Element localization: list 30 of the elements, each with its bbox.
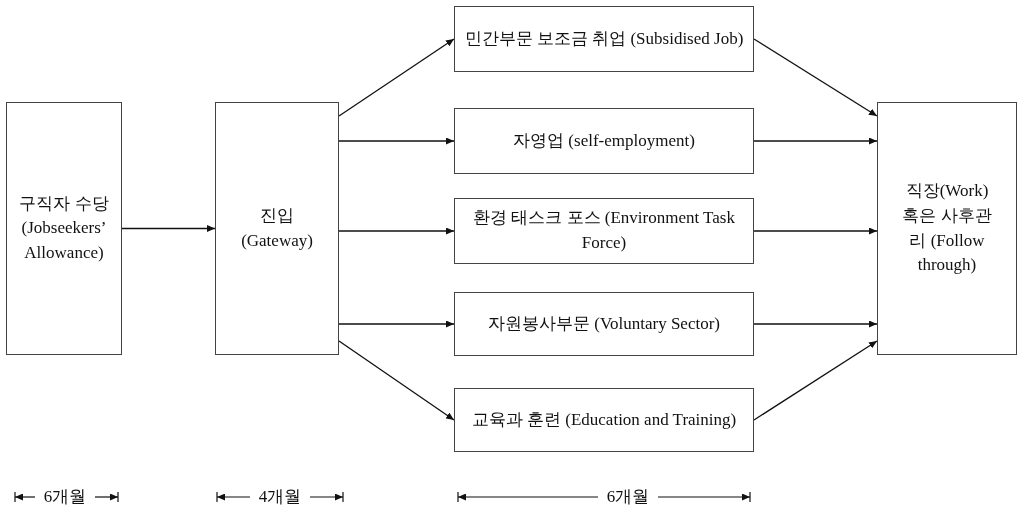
- arrow: [338, 38, 455, 117]
- box-label: 자영업 (self-employment): [513, 129, 695, 152]
- process-box: [454, 198, 754, 264]
- arrow: [753, 340, 878, 421]
- box-label: 직장(Work) 혹은 사후관리 (Follow through): [901, 180, 993, 277]
- process-box: [454, 108, 754, 174]
- box-label: 진입 (Gateway): [240, 204, 314, 252]
- box-label: 민간부문 보조금 취업 (Subsidised Job): [464, 27, 744, 50]
- duration-label: 6개월: [606, 486, 650, 508]
- arrow: [753, 38, 878, 117]
- process-box: [454, 292, 754, 356]
- arrow: [753, 320, 878, 328]
- duration-label: 4개월: [258, 486, 302, 508]
- process-box: [454, 388, 754, 452]
- arrow: [338, 227, 455, 235]
- process-box: [454, 6, 754, 72]
- box-label: 자원봉사부문 (Voluntary Sector): [488, 312, 720, 335]
- box-label: 교육과 훈련 (Education and Training): [471, 408, 737, 431]
- arrow: [338, 340, 455, 421]
- arrow: [753, 227, 878, 235]
- duration-label: 6개월: [43, 486, 87, 508]
- box-label: 구직자 수당 (Jobseekers’ Allowance): [18, 192, 110, 264]
- arrow: [338, 320, 455, 328]
- process-box: [6, 102, 122, 355]
- box-label: 환경 태스크 포스 (Environment Task Force): [472, 207, 736, 254]
- arrow: [753, 137, 878, 145]
- arrow: [121, 225, 216, 232]
- process-box: [215, 102, 339, 355]
- arrow: [338, 137, 455, 145]
- process-box: [877, 102, 1017, 355]
